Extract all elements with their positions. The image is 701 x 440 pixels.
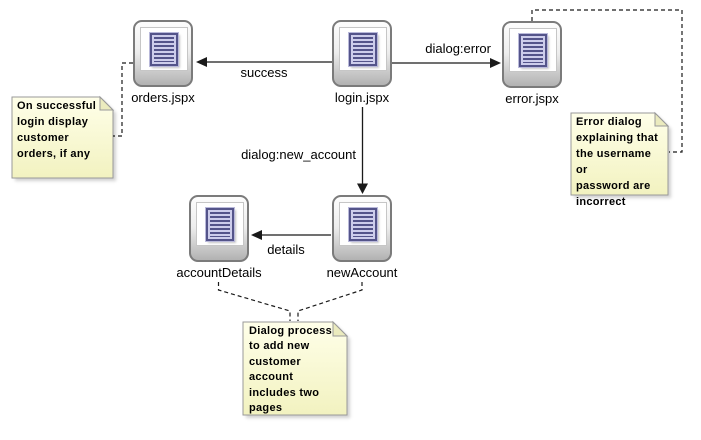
edge-dialog-error[interactable]: [392, 58, 501, 68]
page-icon-panel: [339, 27, 387, 71]
page-node-label: orders.jspx: [131, 90, 195, 105]
document-lines: [154, 36, 174, 62]
document-icon: [349, 207, 377, 241]
note-dialog-shape: [242, 320, 349, 416]
page-icon-panel: [509, 28, 557, 72]
note-connectors: [113, 9, 683, 321]
document-icon: [349, 32, 377, 66]
page-icon-panel: [196, 202, 244, 246]
page-icon: [332, 195, 392, 262]
arrowhead: [251, 230, 262, 240]
note-fold-corner: [99, 95, 115, 111]
edge-label-dialog-error[interactable]: dialog:error: [425, 41, 491, 56]
edge-label-details[interactable]: details: [267, 242, 305, 257]
page-node-account-details[interactable]: accountDetails: [176, 195, 262, 280]
page-icon: [502, 21, 562, 88]
edge-dialog-new-account[interactable]: [357, 107, 368, 194]
note-error-shape: [570, 111, 670, 196]
document-icon: [519, 33, 547, 67]
page-node-login[interactable]: login.jspx: [332, 20, 392, 105]
page-node-orders[interactable]: orders.jspx: [131, 20, 195, 105]
document-icon: [206, 207, 234, 241]
page-icon-panel: [339, 202, 387, 246]
page-icon: [189, 195, 249, 262]
note-fold-corner: [332, 320, 349, 337]
page-node-label: accountDetails: [176, 265, 262, 280]
connector-note-error: [531, 9, 683, 153]
sticky-note-orders[interactable]: On successful login display customer ord…: [17, 100, 97, 160]
arrowhead: [196, 57, 207, 67]
document-lines: [210, 211, 230, 237]
edge-success[interactable]: [196, 57, 332, 67]
document-lines: [353, 36, 373, 62]
page-node-label: login.jspx: [334, 90, 390, 105]
edge-label-success[interactable]: success: [240, 65, 288, 80]
sticky-note-error[interactable]: Error dialog explaining that the usernam…: [576, 116, 659, 208]
arrowhead: [357, 183, 368, 194]
edge-label-dialog-new-account[interactable]: dialog:new_account: [241, 147, 356, 162]
sticky-note-dialog[interactable]: Dialog process to add new customer accou…: [249, 325, 333, 415]
page-node-label: error.jspx: [505, 91, 559, 106]
connector-note-dialog-right: [297, 282, 363, 321]
connector-note-dialog-left: [217, 282, 291, 321]
document-icon: [150, 32, 178, 66]
page-icon: [332, 20, 392, 87]
document-lines: [523, 37, 543, 63]
arrowhead: [490, 58, 501, 68]
page-icon-panel: [140, 27, 188, 71]
page-node-new-account[interactable]: newAccount: [327, 195, 397, 280]
page-icon: [133, 20, 193, 87]
page-node-error[interactable]: error.jspx: [502, 21, 562, 106]
edge-details[interactable]: [251, 230, 331, 240]
note-fold-corner: [654, 111, 670, 127]
page-node-label: newAccount: [326, 265, 398, 280]
document-lines: [353, 211, 373, 237]
note-orders-shape: [11, 95, 115, 179]
